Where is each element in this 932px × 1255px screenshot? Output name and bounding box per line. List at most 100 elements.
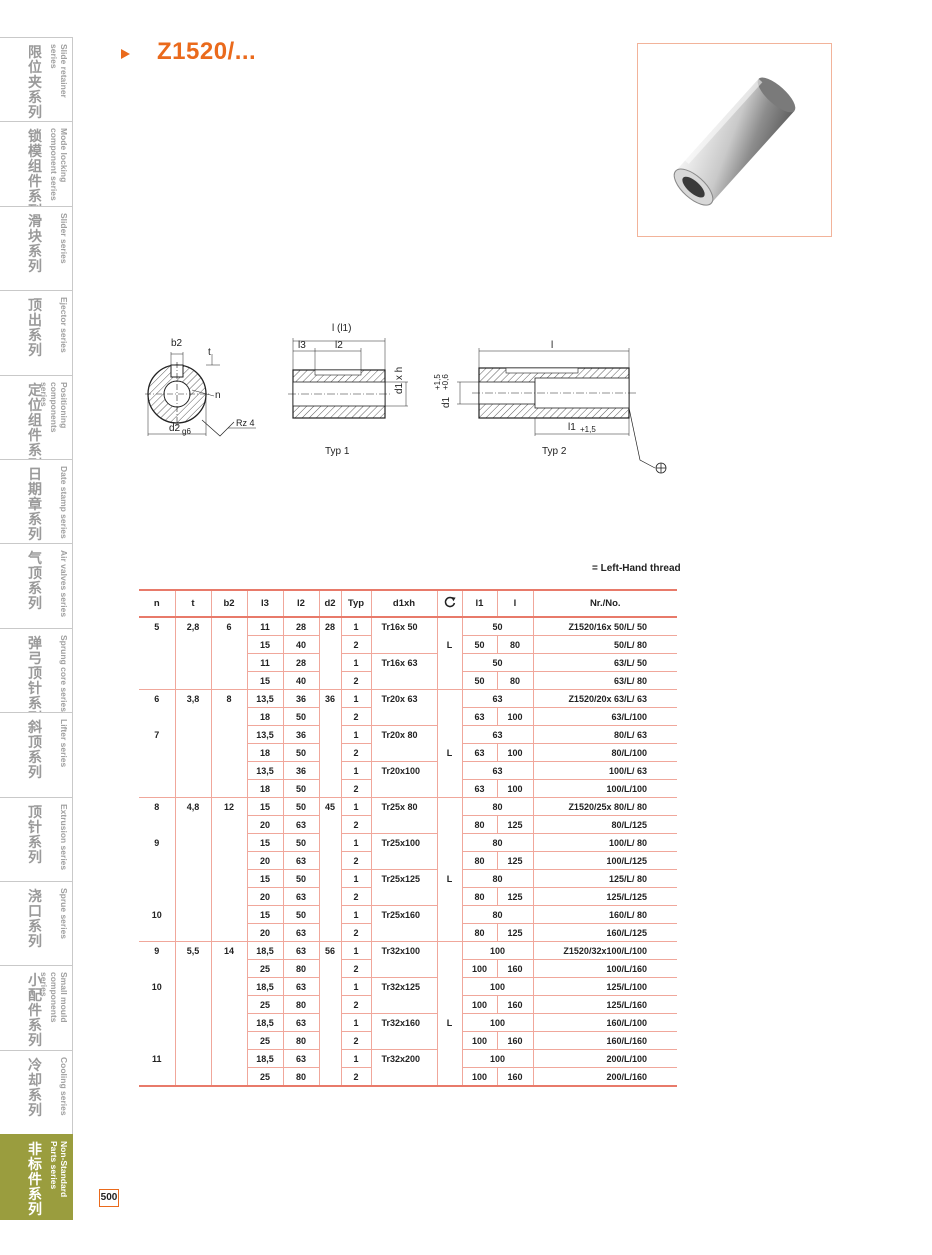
cell-l1: 80 — [461, 905, 533, 924]
cell-n — [139, 1067, 175, 1087]
sidebar-tab-label-cn: 滑块系列 — [28, 213, 42, 275]
cell-l1: 100 — [461, 1067, 497, 1087]
cell-n — [139, 762, 175, 780]
sidebar-tab-label-en: Small mould components series — [39, 972, 69, 1023]
cell-l2: 80 — [282, 1067, 319, 1087]
cell-d2 — [318, 905, 341, 924]
drawing-svg — [145, 338, 667, 474]
cell-l1: 100 — [461, 1031, 497, 1050]
cell-l2: 63 — [282, 815, 319, 834]
cell-l2: 63 — [282, 1013, 319, 1032]
cell-t — [174, 1067, 211, 1087]
cell-d1xh — [370, 671, 437, 690]
cell-typ: 2 — [340, 635, 371, 654]
cell-l: 100 — [496, 779, 533, 798]
cell-l3: 18,5 — [246, 1049, 283, 1068]
cell-d1xh — [370, 815, 437, 834]
cell-l2: 50 — [282, 707, 319, 726]
cell-left-hand — [436, 833, 462, 852]
cell-typ: 2 — [340, 851, 371, 870]
label-rz: Rz 4 — [236, 418, 255, 428]
cell-l: 125 — [496, 923, 533, 942]
cell-b2: 14 — [210, 941, 247, 960]
header-nr: Nr./No. — [532, 589, 677, 618]
cell-left-hand: L — [436, 1013, 462, 1032]
cell-t — [174, 671, 211, 690]
label-typ1: Typ 1 — [325, 446, 350, 457]
cell-n — [139, 708, 175, 726]
cell-left-hand — [436, 797, 462, 816]
cell-l1: 100 — [461, 941, 533, 960]
label-g6: g6 — [182, 427, 191, 436]
cell-l: 80 — [496, 635, 533, 654]
cell-b2 — [210, 1049, 247, 1068]
cell-d2 — [318, 833, 341, 852]
cell-l2: 63 — [282, 887, 319, 906]
cell-nr: 80/L/125 — [532, 815, 677, 834]
cell-left-hand — [436, 887, 462, 906]
cell-nr: Z1520/25x 80/L/ 80 — [532, 797, 677, 816]
cell-typ: 2 — [340, 671, 371, 690]
cell-b2 — [210, 1067, 247, 1087]
sidebar-tab-5[interactable]: 定位组件系列Positioning components series — [0, 374, 73, 460]
cell-n — [139, 671, 175, 690]
cell-typ: 1 — [340, 617, 371, 636]
cell-d2 — [318, 1067, 341, 1087]
cell-d1xh: Tr16x 50 — [370, 617, 437, 636]
cell-left-hand — [436, 851, 462, 870]
sidebar-tab-label-en: Mode locking component series — [49, 128, 69, 202]
cell-typ: 2 — [340, 815, 371, 834]
cell-n — [139, 923, 175, 942]
cell-d1xh: Tr32x160 — [370, 1013, 437, 1032]
cell-l2: 36 — [282, 761, 319, 780]
cell-left-hand — [436, 815, 462, 834]
sidebar-tab-2[interactable]: 锁模组件系列Mode locking component series — [0, 121, 73, 207]
cell-d2 — [318, 1049, 341, 1068]
cell-t — [174, 761, 211, 780]
cell-n — [139, 816, 175, 834]
cell-d2 — [318, 779, 341, 798]
cell-d2 — [318, 761, 341, 780]
header-l3: l3 — [246, 589, 283, 618]
cell-l2: 50 — [282, 905, 319, 924]
sidebar-tab-label-cn: 斜顶系列 — [28, 720, 42, 782]
cell-l: 100 — [496, 743, 533, 762]
header-rotation — [436, 589, 462, 618]
cell-nr: 63/L/100 — [532, 707, 677, 726]
cell-left-hand — [436, 707, 462, 726]
cell-l3: 18,5 — [246, 941, 283, 960]
sidebar-tab-8[interactable]: 弹弓顶针系列Sprung core series — [0, 627, 73, 714]
cell-nr: 160/L/125 — [532, 923, 677, 942]
sidebar-tab-label-cn: 冷却系列 — [28, 1057, 42, 1119]
cell-left-hand — [436, 617, 462, 636]
cell-l1: 80 — [461, 869, 533, 888]
cell-left-hand — [436, 1031, 462, 1050]
cell-d2 — [318, 1031, 341, 1050]
cell-typ: 2 — [340, 995, 371, 1014]
cell-typ: 1 — [340, 833, 371, 852]
cell-b2 — [210, 761, 247, 780]
cell-l: 160 — [496, 959, 533, 978]
sidebar-tab-label-en: Slide retainer series — [49, 44, 69, 98]
cell-t: 5,5 — [174, 941, 211, 960]
sidebar-tab-label-en: Extrusion series — [59, 803, 69, 870]
cell-l2: 63 — [282, 851, 319, 870]
typ1-view — [288, 338, 408, 419]
cell-left-hand — [436, 923, 462, 942]
sidebar-tab-label-en: Sprue series — [59, 888, 69, 940]
cell-t — [174, 725, 211, 744]
